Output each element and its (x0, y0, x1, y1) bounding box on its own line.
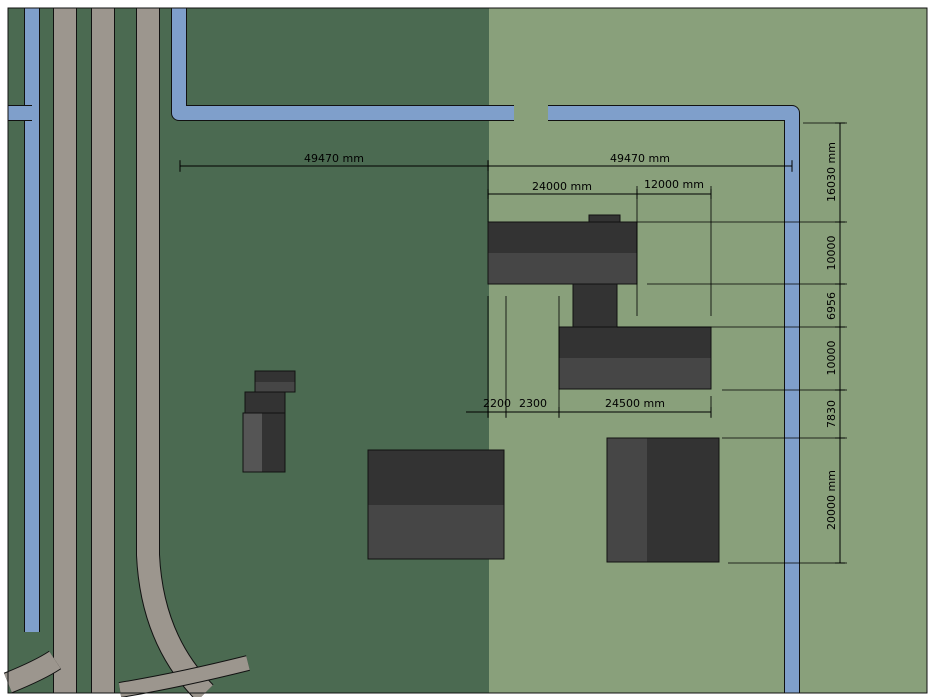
roads (3, 8, 250, 697)
dim-vert-top: 16030 mm (825, 142, 838, 202)
dim-vert-house: 10000 (825, 236, 838, 271)
dim-house-width: 24000 mm (532, 180, 592, 193)
water-channels (8, 8, 800, 693)
ground-dark-zone (8, 8, 489, 693)
plan-frame (7, 7, 928, 694)
dim-gap-b: 2300 (519, 397, 547, 410)
building-barn[interactable] (558, 326, 712, 390)
dim-vert-link: 6956 (825, 292, 838, 320)
dimension-labels: 49470 mm 49470 mm 24000 mm 12000 mm 2200… (304, 142, 838, 530)
building-small-tower[interactable] (242, 370, 296, 473)
horizontal-dimensions (179, 161, 793, 417)
extension-lines (179, 122, 847, 564)
dim-gap-a: 2200 (483, 397, 511, 410)
dim-top-left: 49470 mm (304, 152, 364, 165)
dim-vert-barn: 10000 (825, 341, 838, 376)
vertical-dimensions (835, 122, 845, 564)
dim-annex-width: 12000 mm (644, 178, 704, 191)
dim-vert-shed: 20000 mm (825, 470, 838, 530)
building-shed[interactable] (606, 437, 720, 563)
building-main-house[interactable] (487, 221, 638, 285)
dim-vert-gap: 7830 (825, 400, 838, 428)
dim-top-right: 49470 mm (610, 152, 670, 165)
building-chimney[interactable] (588, 214, 621, 223)
building-link[interactable] (572, 283, 618, 328)
building-hall[interactable] (367, 449, 505, 560)
dim-barn-width: 24500 mm (605, 397, 665, 410)
